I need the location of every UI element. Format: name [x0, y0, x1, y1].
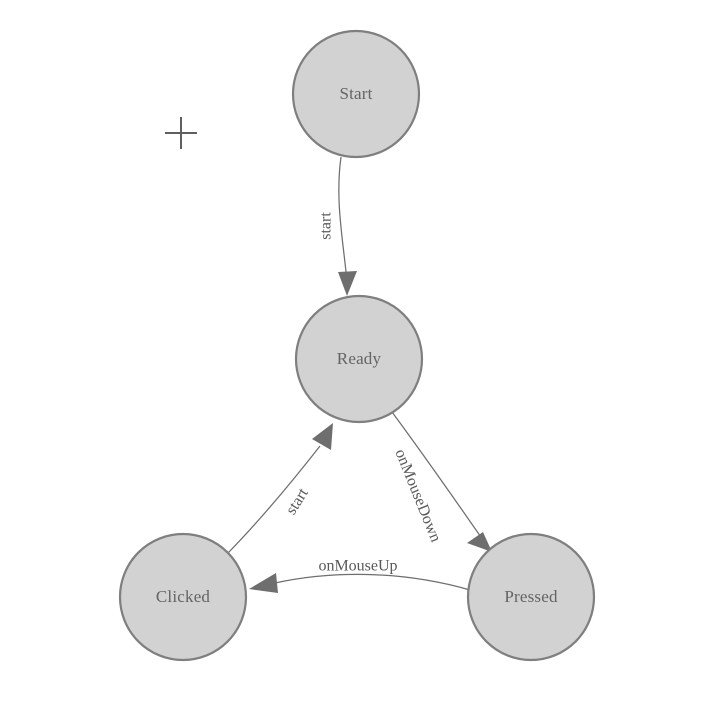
node-shape — [294, 294, 424, 424]
edge-line — [227, 445, 321, 554]
node-clicked[interactable]: Clicked — [118, 532, 248, 662]
node-shape — [118, 532, 248, 662]
arrowhead-icon — [338, 271, 357, 296]
edge-line — [274, 573, 471, 591]
node-label-start: Start — [339, 84, 372, 103]
arrowhead-icon — [249, 573, 278, 593]
crosshair-icon — [165, 117, 197, 149]
node-start[interactable]: Start — [291, 29, 421, 159]
arrowhead-icon — [312, 423, 333, 450]
edge-label-clicked-to-ready: start — [283, 485, 312, 518]
edge-clicked-to-ready[interactable]: start — [227, 423, 333, 554]
arrowhead-icon — [467, 532, 492, 552]
edge-label-ready-to-pressed: onMouseDown — [391, 447, 444, 545]
node-shape — [466, 532, 596, 662]
edge-line — [338, 156, 348, 282]
node-pressed[interactable]: Pressed — [466, 532, 596, 662]
edge-start-to-ready[interactable]: start — [318, 156, 357, 296]
edge-label-start-to-ready: start — [318, 212, 335, 240]
node-shape — [291, 29, 421, 159]
edge-pressed-to-clicked[interactable]: onMouseUp — [249, 558, 471, 593]
edge-ready-to-pressed[interactable]: onMouseDown — [391, 411, 492, 552]
node-label-pressed: Pressed — [504, 587, 558, 606]
node-label-ready: Ready — [337, 349, 382, 368]
edge-label-pressed-to-clicked: onMouseUp — [318, 558, 397, 575]
edge-line — [391, 411, 484, 541]
node-label-clicked: Clicked — [156, 587, 211, 606]
node-ready[interactable]: Ready — [294, 294, 424, 424]
